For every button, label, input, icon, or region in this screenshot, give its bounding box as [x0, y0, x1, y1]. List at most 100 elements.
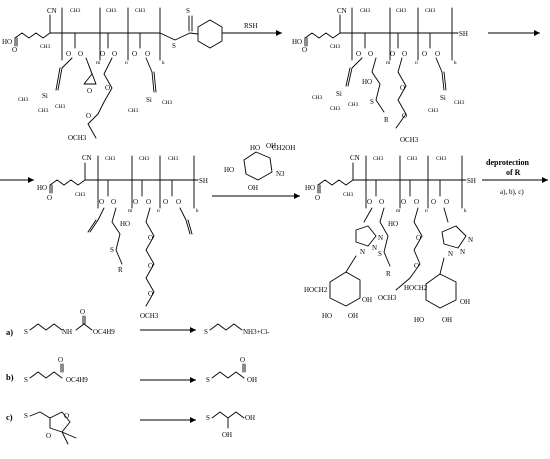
svg-text:HO: HO — [414, 316, 424, 324]
svg-text:CH3: CH3 — [343, 192, 354, 198]
svg-text:O: O — [46, 432, 51, 440]
svg-text:R: R — [386, 270, 391, 278]
thiol-reagent-label: RSH — [244, 22, 258, 30]
cn-label: CN — [47, 7, 57, 15]
svg-text:CH3: CH3 — [168, 156, 179, 162]
svg-text:O: O — [133, 198, 138, 206]
svg-text:SH: SH — [199, 177, 208, 185]
svg-text:HO: HO — [388, 220, 398, 228]
svg-text:CH3: CH3 — [436, 156, 447, 162]
svg-text:m: m — [396, 208, 401, 214]
svg-text:O: O — [379, 198, 384, 206]
svg-text:CH3: CH3 — [454, 100, 465, 106]
svg-text:OCH3: OCH3 — [68, 134, 87, 142]
svg-text:O: O — [105, 84, 110, 92]
reaction-arrow-4 — [212, 193, 300, 199]
svg-text:Si: Si — [440, 94, 446, 102]
svg-text:O: O — [431, 198, 436, 206]
svg-text:OH: OH — [248, 184, 258, 192]
reaction-b-product: OH — [247, 376, 257, 384]
svg-text:N: N — [378, 234, 383, 242]
hooc-label: HO — [2, 38, 12, 46]
svg-text:CH3: CH3 — [75, 192, 86, 198]
reaction-c: c) S O O S OH OH — [6, 411, 255, 445]
svg-text:OCH3: OCH3 — [400, 136, 419, 144]
svg-text:N: N — [448, 250, 453, 258]
svg-text:CH3: CH3 — [312, 95, 323, 101]
svg-text:O: O — [148, 290, 153, 298]
reaction-c-label: c) — [6, 412, 13, 422]
reaction-arrow-deprotection: deprotection of R a), b), c) — [482, 158, 548, 196]
svg-text:CH3: CH3 — [348, 102, 359, 108]
svg-text:HOCH2: HOCH2 — [304, 286, 328, 294]
svg-text:OH: OH — [245, 414, 255, 422]
svg-text:HO: HO — [305, 184, 315, 192]
carbonyl-o-label: O — [12, 46, 17, 54]
svg-text:O: O — [87, 87, 92, 95]
svg-text:Si: Si — [42, 92, 48, 100]
polymer-3-deprotected-alkyne: HO O CN CH3 CH3 CH3 CH3 m n k SH O O O O… — [37, 154, 208, 320]
svg-text:S: S — [378, 250, 382, 258]
svg-text:Si: Si — [336, 90, 342, 98]
svg-text:O: O — [414, 198, 419, 206]
svg-text:CH3: CH3 — [70, 8, 81, 14]
svg-text:CH3: CH3 — [330, 106, 341, 112]
svg-text:O: O — [132, 50, 137, 58]
svg-text:R: R — [118, 266, 123, 274]
reaction-arrow-2 — [488, 30, 540, 36]
svg-text:k: k — [196, 208, 199, 214]
svg-text:OH: OH — [266, 142, 276, 150]
svg-text:n: n — [425, 208, 428, 214]
svg-text:O: O — [416, 234, 421, 242]
thiol-end-label: SH — [459, 30, 468, 38]
ch3-label: CH3 — [40, 44, 51, 50]
svg-text:O: O — [302, 46, 307, 54]
svg-text:CH3: CH3 — [135, 8, 146, 14]
polymer-1-trithiocarbonate: HO O CN CH3 CH3 CH3 CH3 m n k O O O O O … — [2, 7, 223, 142]
reaction-arrow-1: RSH — [222, 22, 282, 36]
svg-text:S: S — [24, 376, 28, 384]
svg-text:m: m — [386, 60, 391, 66]
svg-text:m: m — [96, 60, 101, 66]
svg-text:S: S — [110, 246, 114, 254]
svg-text:O: O — [112, 50, 117, 58]
svg-text:n: n — [415, 60, 418, 66]
svg-text:S: S — [370, 98, 374, 106]
svg-text:CH3: CH3 — [55, 104, 66, 110]
svg-text:S: S — [206, 376, 210, 384]
svg-text:N3: N3 — [276, 170, 285, 178]
reaction-b: b) S O OC4H9 S O OH — [6, 356, 257, 384]
svg-text:CH3: CH3 — [18, 97, 29, 103]
svg-text:R: R — [384, 116, 389, 124]
svg-text:S: S — [186, 7, 190, 15]
svg-text:O: O — [58, 356, 63, 364]
svg-text:OH: OH — [348, 312, 358, 320]
svg-text:SH: SH — [467, 177, 476, 185]
polymer-4-glycopolymer: HO O CN CH3 CH3 CH3 CH3 m n k SH O O O O… — [304, 154, 476, 324]
svg-text:HO: HO — [322, 312, 332, 320]
svg-text:S: S — [206, 414, 210, 422]
svg-text:O: O — [163, 198, 168, 206]
svg-text:HO: HO — [224, 166, 234, 174]
svg-text:HO: HO — [250, 144, 260, 152]
reaction-a: a) S NH O OC4H9 S NH3+Cl- — [6, 308, 270, 337]
svg-text:O: O — [80, 308, 85, 316]
svg-text:O: O — [86, 112, 91, 120]
svg-text:HO: HO — [292, 38, 302, 46]
of-r-label: of R — [506, 168, 521, 177]
svg-text:N: N — [360, 248, 365, 256]
svg-text:O: O — [111, 198, 116, 206]
svg-text:O: O — [368, 50, 373, 58]
svg-text:OH: OH — [222, 431, 232, 439]
svg-text:O: O — [78, 50, 83, 58]
svg-text:CN: CN — [350, 154, 360, 162]
svg-text:CH3: CH3 — [128, 108, 139, 114]
svg-text:O: O — [176, 198, 181, 206]
svg-text:N: N — [372, 244, 377, 252]
svg-text:CH3: CH3 — [106, 8, 117, 14]
svg-text:CN: CN — [82, 154, 92, 162]
svg-text:OH: OH — [442, 316, 452, 324]
svg-text:O: O — [414, 262, 419, 270]
svg-text:O: O — [64, 412, 69, 420]
